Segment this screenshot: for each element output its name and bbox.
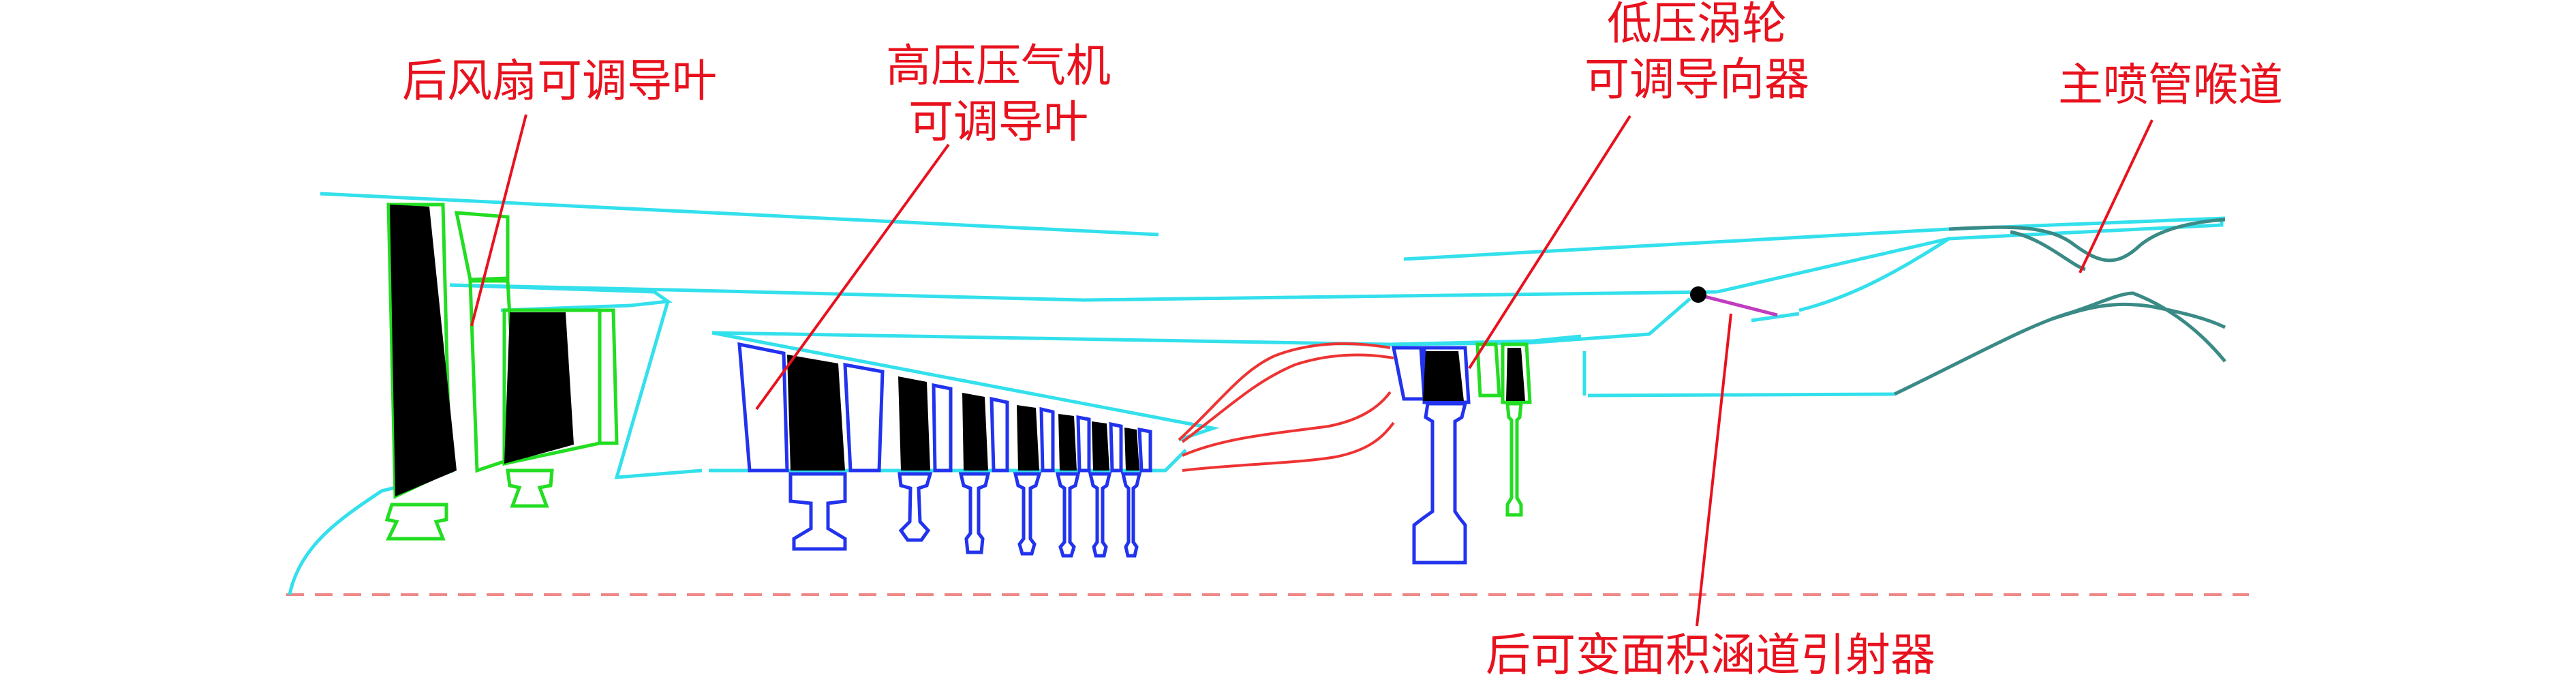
hpc-disk-7 <box>1120 472 1142 558</box>
leader-lines <box>470 114 2153 627</box>
fan-blade-1 <box>390 205 457 496</box>
core-casing-top <box>711 297 1691 346</box>
core-inlet-lip <box>614 301 703 479</box>
nozzle-lower-flap <box>2051 302 2226 329</box>
leader-rear-fan-vanes <box>470 114 527 327</box>
turbine-blades <box>1423 348 1525 401</box>
nozzle-upper-wall <box>1948 218 2226 263</box>
label-rear-fan-text: 后风扇可调导叶 <box>402 55 717 107</box>
hpc-blade-6 <box>1092 421 1109 471</box>
hpc-blade-7 <box>1124 428 1139 471</box>
duct-walls <box>288 192 2226 595</box>
hpt-nozzle-guide-vane <box>1391 346 1426 401</box>
hpc-stator-1 <box>843 362 885 473</box>
hpc-stator-6 <box>1109 421 1123 473</box>
label-hpc-line-2: 可调导叶 <box>908 95 1088 148</box>
hpt-disk <box>1412 402 1468 565</box>
label-hpc-line-1: 高压压气机 <box>886 40 1111 92</box>
hpc-stator-2 <box>932 383 953 473</box>
leader-lpt-vanes <box>1468 115 1631 370</box>
lpt-blade <box>1506 348 1525 401</box>
rear-bypass-ejector <box>1690 286 1778 317</box>
bypass-outer-wall <box>1717 220 2224 294</box>
label-rear-fan-variable-vanes: 后风扇可调导叶 <box>402 53 717 109</box>
label-hpc-variable-vanes: 高压压气机 可调导叶 <box>886 38 1111 150</box>
turbine-casing <box>1390 334 1582 346</box>
hpc-blade-1 <box>787 355 845 471</box>
fan-blade-2 <box>504 312 574 464</box>
hpc-stator-3 <box>990 396 1009 473</box>
fan-blades <box>390 205 574 496</box>
hpc-blade-4 <box>1017 405 1039 471</box>
combustor-inner-liner-2 <box>1182 421 1395 472</box>
hpc-stator-7 <box>1137 427 1152 473</box>
ejector-outer-lip <box>1751 312 1800 323</box>
nozzle-upper-flap <box>2010 230 2086 271</box>
nose-cone <box>288 468 454 595</box>
label-lpt-line-1: 低压涡轮 <box>1607 0 1787 50</box>
label-ejector-text: 后可变面积涵道引射器 <box>1486 629 1935 681</box>
hpc-disk-6 <box>1088 472 1112 558</box>
hpc-blades <box>787 355 1139 471</box>
combustor-inner-liner <box>1182 391 1392 457</box>
hpc-stator-4 <box>1039 406 1055 473</box>
ejector-flap <box>1696 293 1778 317</box>
fan-disk-2 <box>506 468 554 508</box>
lpt-section <box>1475 342 1532 517</box>
lpt-rotor-outline <box>1501 342 1532 404</box>
hpc-blade-2 <box>898 376 930 471</box>
hub-inner-line <box>709 449 1187 473</box>
label-main-nozzle-throat: 主喷管喉道 <box>2058 57 2283 113</box>
leader-hpc-vanes <box>755 143 950 411</box>
leader-rear-ejector <box>1696 313 1732 627</box>
combustor <box>1178 342 1395 472</box>
outer-casing-front <box>320 192 1159 237</box>
ejector-pivot <box>1690 286 1706 303</box>
jet-pipe-lower <box>1587 392 1895 398</box>
combustor-outer-liner <box>1178 342 1391 441</box>
hpc-igv <box>737 342 789 473</box>
hpt-blade <box>1423 351 1464 401</box>
nozzle-lower-wall <box>1893 291 2226 396</box>
jet-pipe-inner <box>1798 237 1950 312</box>
hpc-disk-4 <box>1013 472 1042 556</box>
label-lpt-line-2: 可调导向器 <box>1584 53 1809 106</box>
label-nozzle-text: 主喷管喉道 <box>2058 59 2283 111</box>
main-nozzle <box>1893 218 2226 396</box>
lpt-vane <box>1475 342 1501 398</box>
hpc-section <box>737 342 1152 558</box>
hpc-disk-2 <box>898 472 933 542</box>
hpc-disk-5 <box>1055 472 1081 558</box>
label-rear-variable-bypass-ejector: 后可变面积涵道引射器 <box>1486 627 1935 683</box>
hpc-blade-3 <box>962 393 988 471</box>
hpc-blade-5 <box>1058 414 1077 471</box>
label-lpt-variable-guide: 低压涡轮 可调导向器 <box>1584 0 1809 108</box>
lpt-disk <box>1505 402 1523 517</box>
fan-stage2-rear <box>600 308 619 445</box>
fan-vane-front <box>454 211 510 282</box>
leader-nozzle-throat <box>2079 119 2153 273</box>
fan-disk-1 <box>384 503 448 541</box>
hpc-stator-5 <box>1076 415 1091 473</box>
combustor-outer-liner-2 <box>1181 353 1394 443</box>
hpc-disk-1 <box>788 472 847 551</box>
hpc-disk-3 <box>958 472 991 554</box>
